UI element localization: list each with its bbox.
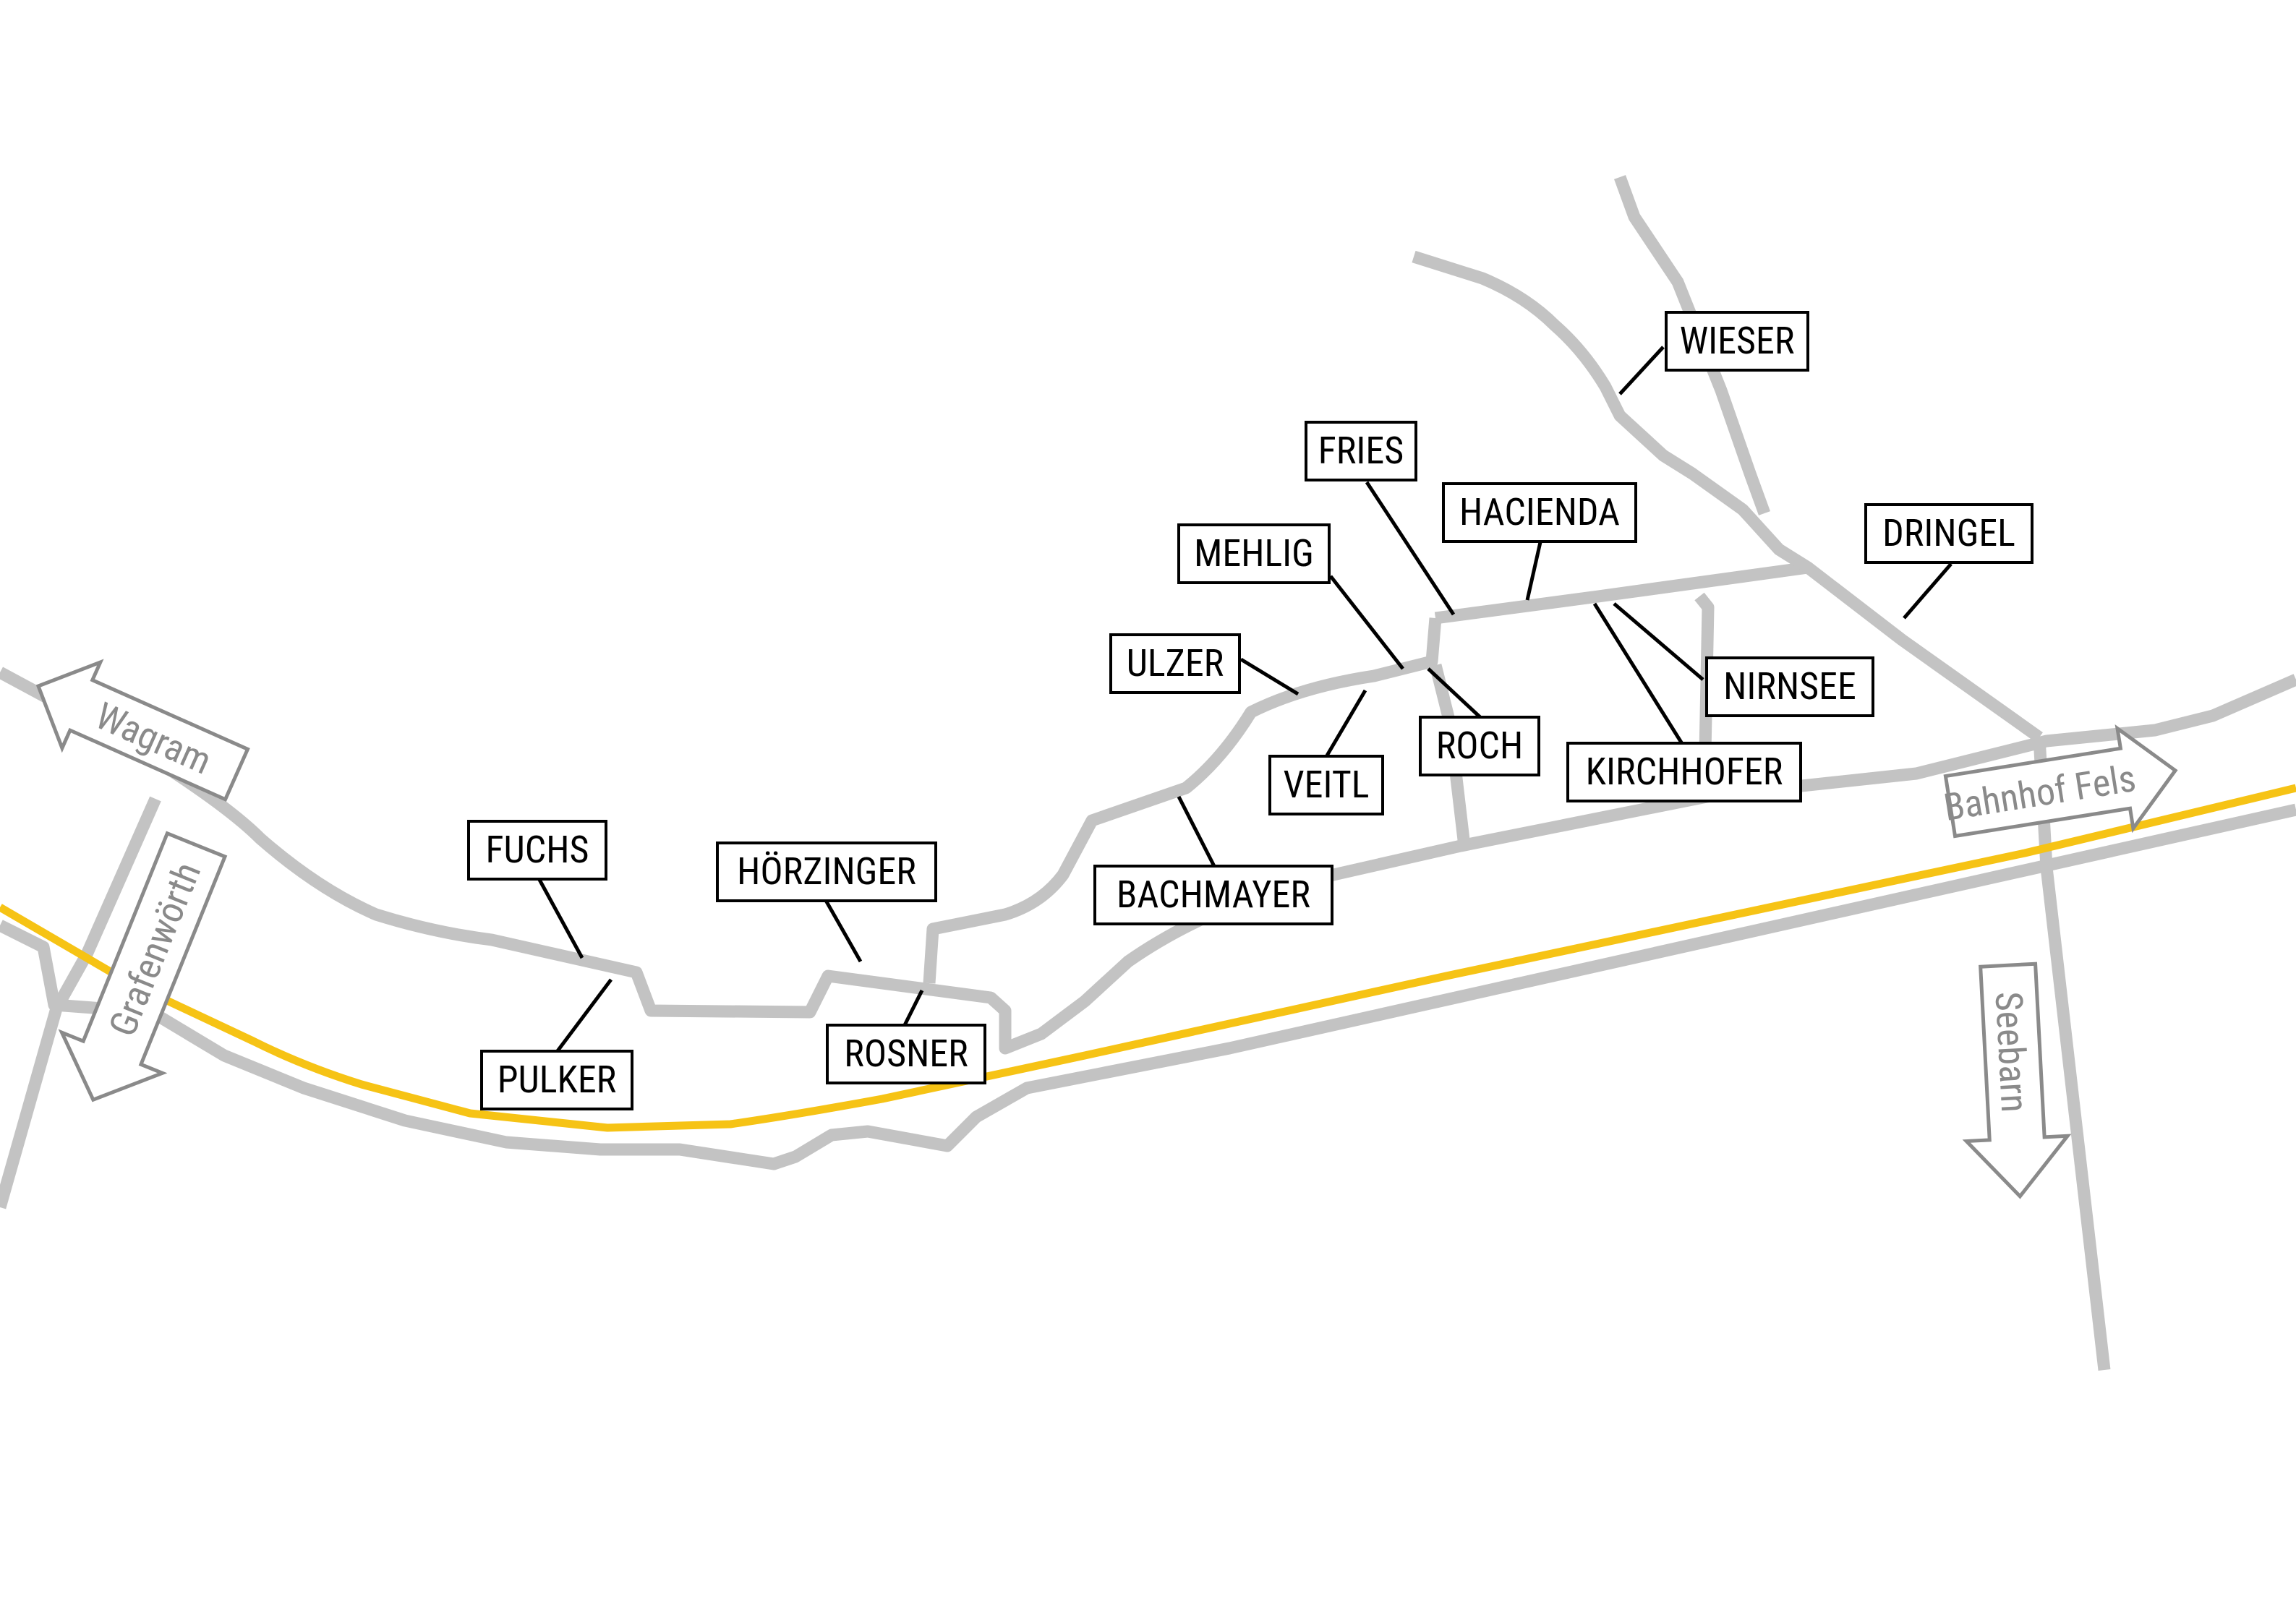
- leader-dringel: [1903, 562, 1953, 620]
- leader-veitl: [1325, 689, 1367, 757]
- place-label-ulzer[interactable]: ULZER: [1109, 633, 1241, 694]
- leader-kirchhofer: [1592, 602, 1687, 750]
- road-west-lower: [0, 803, 2296, 1170]
- wagram-direction-arrow[interactable]: Wagram: [20, 643, 256, 818]
- label-leaders: [537, 346, 1953, 1053]
- leader-fuchs: [537, 877, 584, 959]
- place-label-veitl[interactable]: VEITL: [1268, 755, 1384, 815]
- leader-roch: [1427, 667, 1484, 721]
- place-label-hacienda[interactable]: HACIENDA: [1442, 482, 1637, 543]
- place-label-wieser[interactable]: WIESER: [1665, 311, 1809, 372]
- road-north-curve: [1412, 250, 2043, 742]
- leader-hacienda: [1525, 541, 1542, 601]
- seebarn-direction-label: Seebarn: [1986, 990, 2037, 1113]
- seebarn-arrow-icon: [1962, 962, 2072, 1199]
- place-label-pulker[interactable]: PULKER: [480, 1050, 633, 1110]
- road-hacienda: [1434, 561, 1809, 625]
- leader-wieser: [1618, 346, 1665, 395]
- wagram-arrow-icon: [35, 659, 250, 802]
- place-label-kirchhofer[interactable]: KIRCHHOFER: [1566, 742, 1802, 802]
- seebarn-direction-arrow[interactable]: Seebarn: [1958, 962, 2072, 1199]
- place-label-rosner[interactable]: ROSNER: [826, 1024, 986, 1084]
- grafenwoerth-arrow-icon: [58, 831, 228, 1102]
- leader-pulker: [555, 978, 613, 1053]
- place-label-dringel[interactable]: DRINGEL: [1864, 503, 2033, 564]
- road-hoerzinger-loop: [923, 617, 1442, 984]
- place-label-bachmayer[interactable]: BACHMAYER: [1093, 865, 1333, 925]
- leader-hoerzinger: [822, 896, 863, 963]
- road-west-upper: [0, 667, 2296, 1055]
- leader-nirnsee: [1613, 602, 1704, 681]
- road-north-west: [0, 796, 161, 1209]
- bahnhof-fels-arrow-icon: [1943, 724, 2178, 839]
- place-label-fries[interactable]: FRIES: [1305, 421, 1417, 481]
- place-label-hoerzinger[interactable]: HÖRZINGER: [716, 842, 937, 902]
- place-label-roch[interactable]: ROCH: [1419, 716, 1540, 776]
- leader-bachmayer: [1177, 795, 1217, 869]
- leader-mehlig: [1329, 575, 1404, 670]
- main-road-yellow: [0, 784, 2296, 1132]
- place-label-mehlig[interactable]: MEHLIG: [1177, 523, 1331, 584]
- leader-fries: [1365, 481, 1456, 616]
- leader-ulzer: [1239, 657, 1299, 696]
- place-label-fuchs[interactable]: FUCHS: [467, 820, 607, 881]
- leader-rosner: [902, 989, 924, 1028]
- place-label-nirnsee[interactable]: NIRNSEE: [1705, 656, 1874, 717]
